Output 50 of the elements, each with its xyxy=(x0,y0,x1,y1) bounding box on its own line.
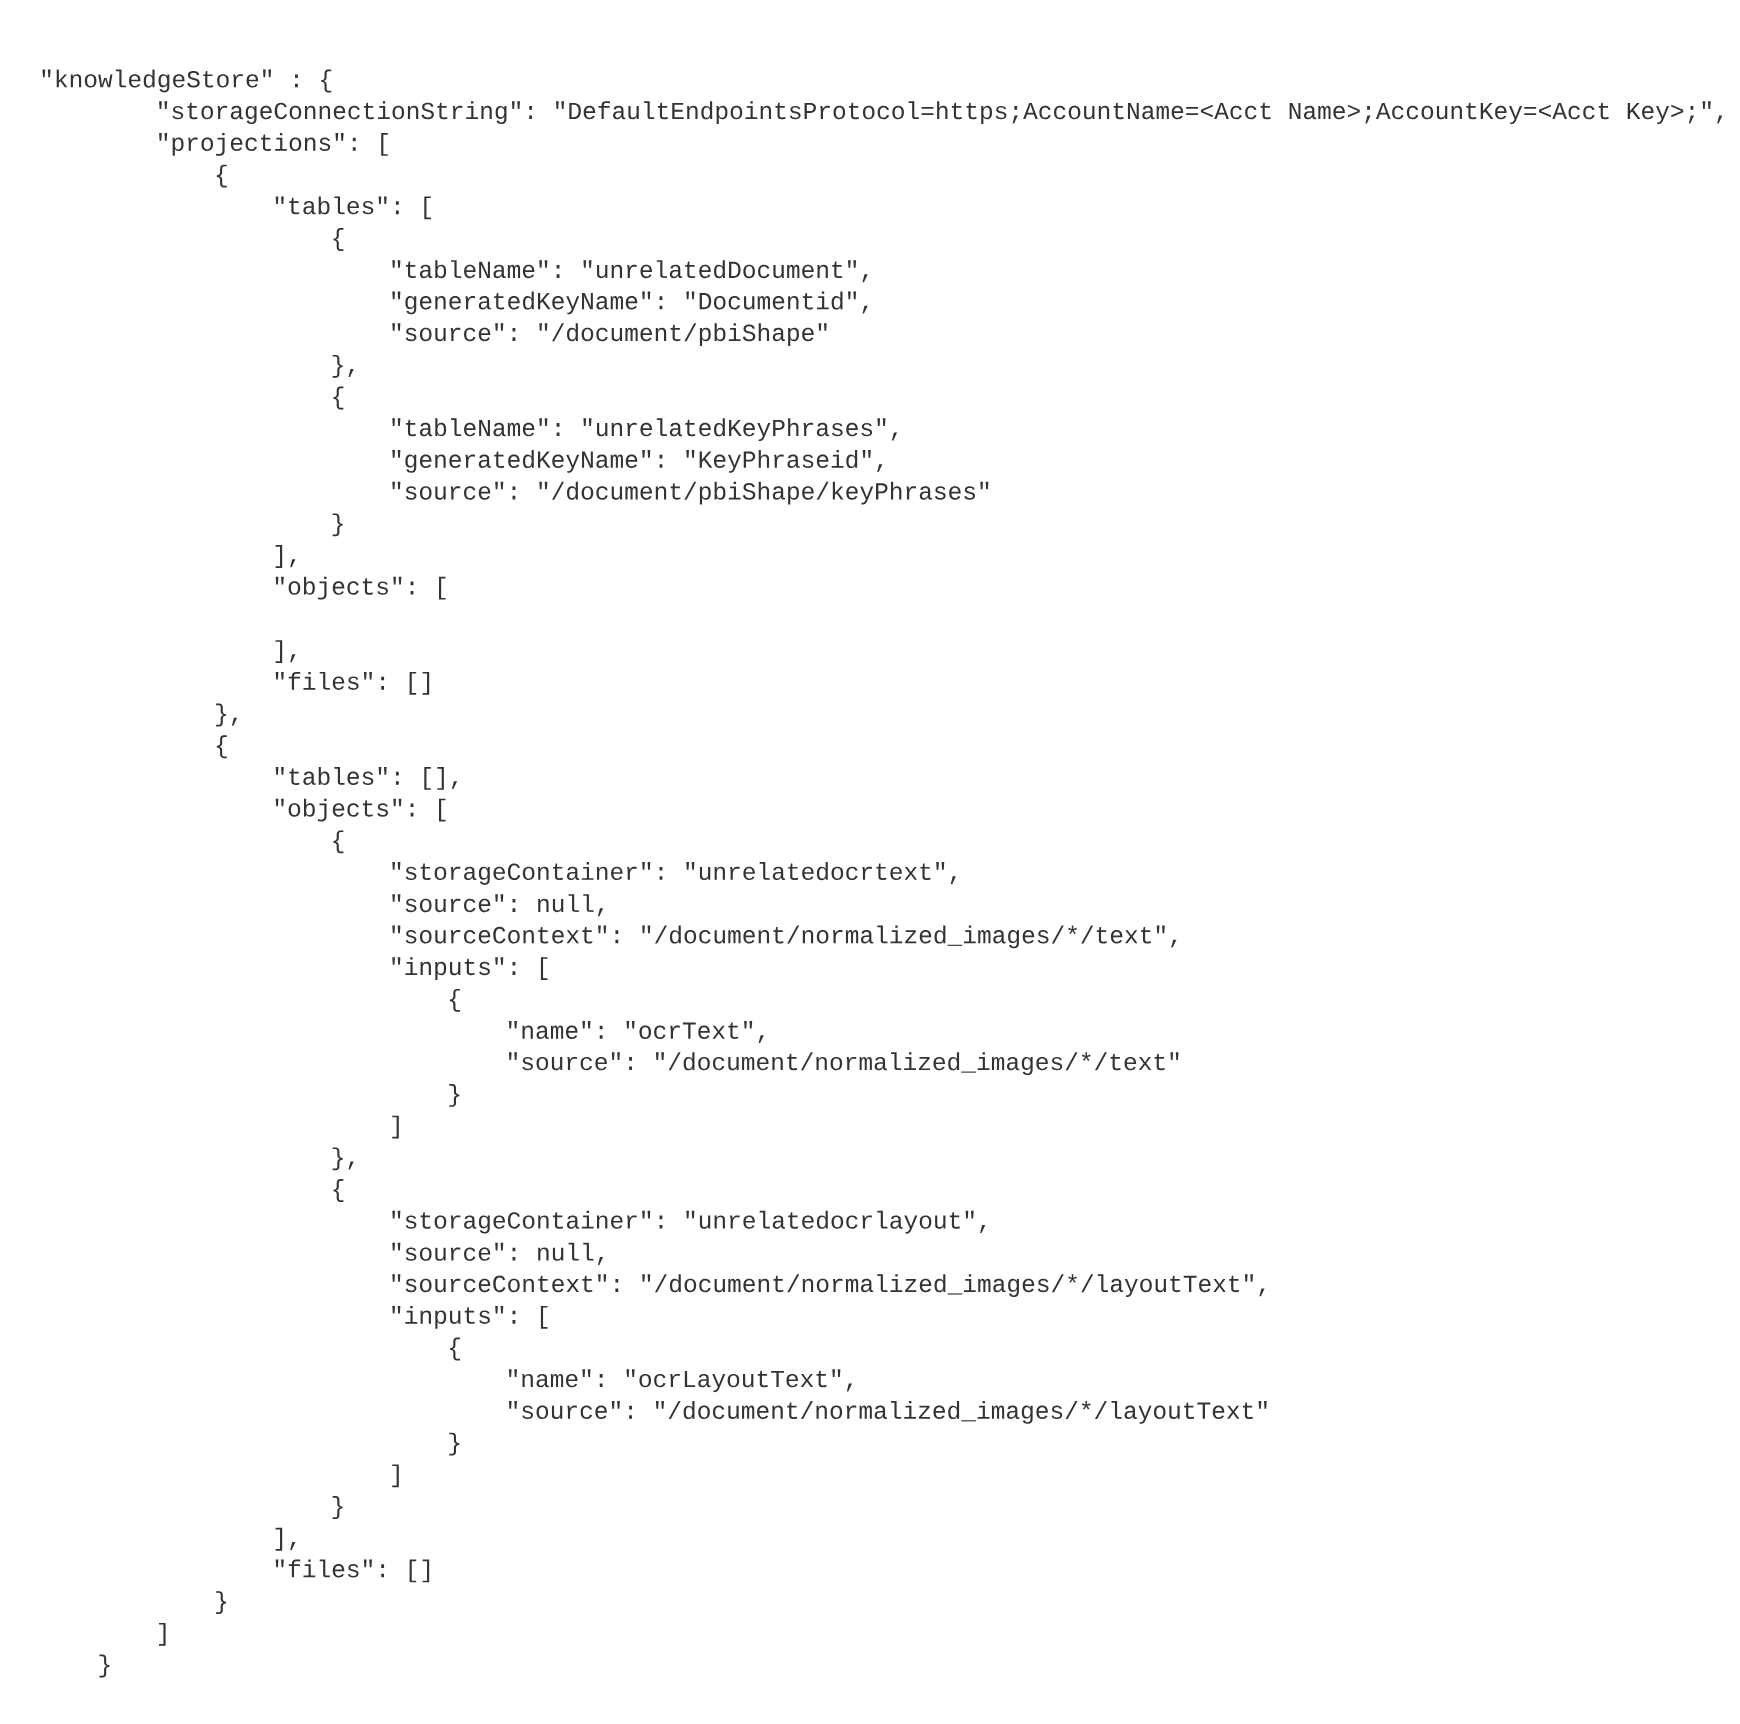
code-line: } xyxy=(332,513,343,537)
code-line: }, xyxy=(332,1147,354,1171)
code-line: "sourceContext": "/document/normalized_images/*/text", xyxy=(392,925,1177,949)
code-line: "name": "ocrLayoutText", xyxy=(508,1369,852,1393)
code-line: "objects": [ xyxy=(275,798,446,822)
code-line: } xyxy=(216,1591,227,1615)
code-line: { xyxy=(450,1337,460,1361)
code-line: "source": "/document/normalized_images/*/layoutText" xyxy=(508,1401,1267,1424)
code-line: } xyxy=(449,1432,460,1456)
code-line: "objects": [ xyxy=(275,576,446,600)
code-line: "projections": [ xyxy=(159,133,388,156)
code-line: { xyxy=(333,386,344,410)
code-line: "tables": [ xyxy=(275,196,431,220)
code-line: ] xyxy=(392,1115,399,1139)
code-line: "source": null, xyxy=(392,1242,604,1265)
code-line: "generatedKeyName": "Documentid", xyxy=(392,291,868,315)
code-line: } xyxy=(99,1654,110,1678)
code-line: "source": "/document/pbiShape/keyPhrases" xyxy=(392,481,989,505)
code-line: "storageContainer": "unrelatedocrtext", xyxy=(392,862,956,885)
code-line: "source": "/document/pbiShape" xyxy=(392,323,827,346)
code-line: { xyxy=(333,830,344,854)
code-line: "knowledgeStore" : { xyxy=(42,69,332,93)
code-line: "tableName": "unrelatedDocument", xyxy=(392,260,868,283)
code-line: ] xyxy=(159,1622,166,1646)
code-line: "sourceContext": "/document/normalized_images/*/layoutText", xyxy=(392,1274,1265,1298)
code-line: { xyxy=(333,1179,344,1202)
code-line: "tableName": "unrelatedKeyPhrases", xyxy=(392,418,898,442)
code-line: "inputs": [ xyxy=(392,957,548,981)
code-line: "generatedKeyName": "KeyPhraseid", xyxy=(392,450,883,473)
code-line: "files": [] xyxy=(275,1559,430,1583)
code-line: }, xyxy=(332,354,354,378)
code-line: } xyxy=(449,1084,460,1107)
code-line: "storageConnectionString": "DefaultEndpointsProtocol=https;AccountName=<Acct Name>;AccountKey=<Acct Key>;", xyxy=(159,101,1723,125)
code-line: }, xyxy=(216,703,238,727)
code-line: } xyxy=(332,1496,343,1519)
code-line: "tables": [], xyxy=(275,767,458,790)
code-line: ] xyxy=(392,1464,399,1488)
code-line: "name": "ocrText", xyxy=(508,1020,764,1044)
code-line: { xyxy=(333,228,344,251)
code-line: ], xyxy=(275,545,296,568)
code-line: { xyxy=(216,735,227,759)
code-line: { xyxy=(216,164,227,188)
code-line: "inputs": [ xyxy=(392,1305,548,1329)
code-line: "source": null, xyxy=(392,894,604,917)
code-line: ], xyxy=(275,640,296,664)
code-line: ], xyxy=(275,1527,296,1551)
code-line: "storageContainer": "unrelatedocrlayout", xyxy=(392,1210,986,1234)
code-line: "files": [] xyxy=(275,671,430,695)
code-line: "source": "/document/normalized_images/*/text" xyxy=(508,1052,1179,1076)
code-line: { xyxy=(450,988,460,1012)
